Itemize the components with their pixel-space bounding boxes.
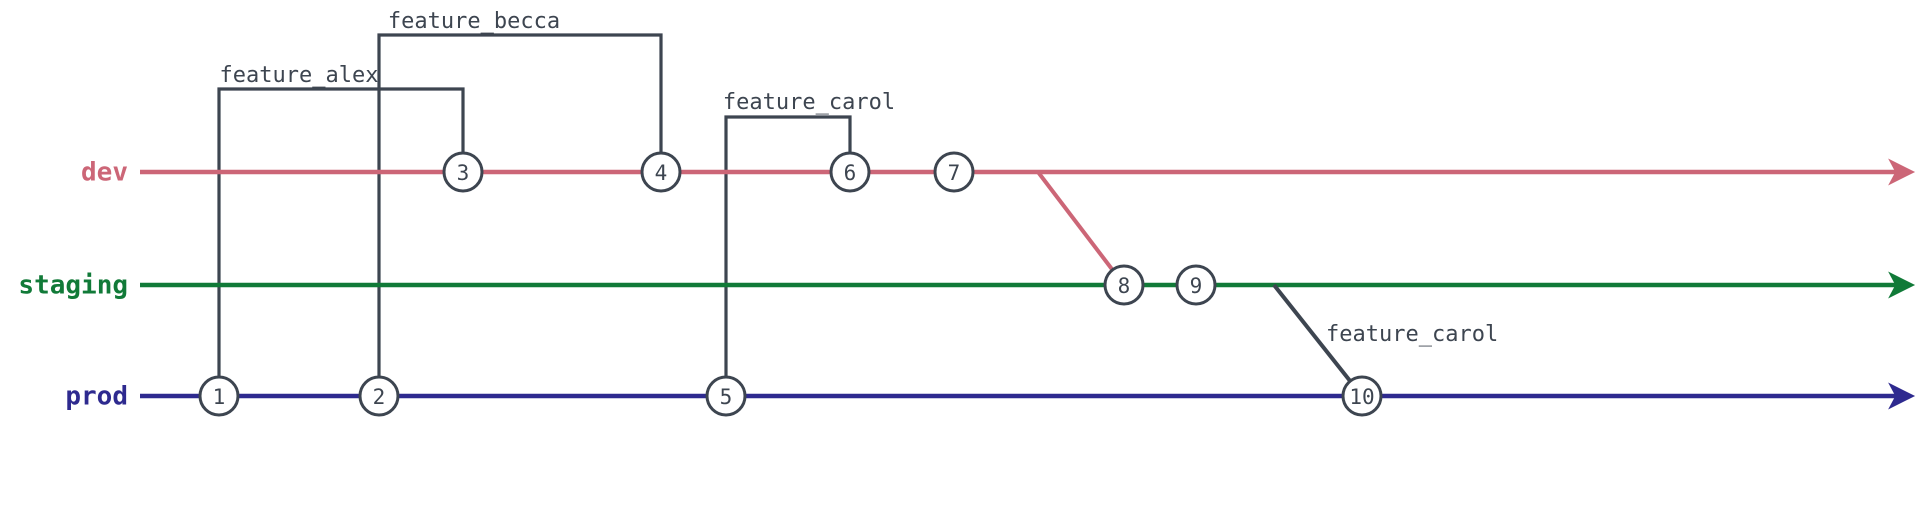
merge-line-staging-to-prod — [1272, 283, 1364, 398]
commit-node-circle[interactable] — [705, 375, 747, 417]
commit-node-circle[interactable] — [198, 375, 240, 417]
commit-node-circle[interactable] — [933, 151, 975, 193]
commit-node-circle[interactable] — [829, 151, 871, 193]
lane-label-dev: dev — [81, 158, 128, 188]
feature-branch-path-becca — [377, 33, 663, 396]
commit-node[interactable]: 9 — [1175, 264, 1217, 306]
lane-group — [140, 158, 1916, 410]
merge-label-feature-carol: feature_carol — [1326, 322, 1498, 347]
feature-branch-label-alex: feature_alex — [220, 63, 379, 88]
commit-node-label: 9 — [1190, 274, 1203, 298]
commit-node-circle[interactable] — [442, 151, 484, 193]
merge-line-dev-to-staging — [1036, 170, 1126, 287]
lane-label-prod: prod — [65, 382, 128, 412]
commit-node-label: 2 — [373, 385, 386, 409]
commit-node-label: 3 — [457, 161, 470, 185]
commit-node-label: 1 — [213, 385, 226, 409]
commit-node[interactable]: 4 — [640, 151, 682, 193]
commit-node-label: 7 — [948, 161, 961, 185]
commit-node[interactable]: 1 — [198, 375, 240, 417]
feature-branch-path-carol — [724, 115, 852, 396]
lane-label-staging: staging — [18, 271, 128, 301]
merge-group: feature_carol — [1036, 170, 1498, 398]
commit-node[interactable]: 7 — [933, 151, 975, 193]
feature-branch-group: feature_alex feature_becca feature_carol — [217, 9, 895, 396]
commit-node-label: 8 — [1118, 274, 1131, 298]
commit-node-label: 10 — [1349, 385, 1374, 409]
commit-node-circle[interactable] — [1341, 375, 1383, 417]
commit-node-label: 4 — [655, 161, 668, 185]
commit-node[interactable]: 6 — [829, 151, 871, 193]
commit-node-circle[interactable] — [640, 151, 682, 193]
commit-node-circle[interactable] — [1103, 264, 1145, 306]
commit-node[interactable]: 3 — [442, 151, 484, 193]
commit-node[interactable]: 10 — [1341, 375, 1383, 417]
commit-node-group: 1 2 3 4 5 6 7 8 9 10 — [198, 151, 1383, 417]
commit-node[interactable]: 2 — [358, 375, 400, 417]
commit-node[interactable]: 8 — [1103, 264, 1145, 306]
lane-label-group: dev staging prod — [18, 158, 128, 412]
feature-branch-label-carol: feature_carol — [723, 90, 895, 115]
commit-node-label: 5 — [720, 385, 733, 409]
commit-node-circle[interactable] — [1175, 264, 1217, 306]
commit-node-circle[interactable] — [358, 375, 400, 417]
feature-branch-label-becca: feature_becca — [388, 9, 560, 34]
commit-node-label: 6 — [844, 161, 857, 185]
commit-node[interactable]: 5 — [705, 375, 747, 417]
feature-branch-path-alex — [217, 87, 465, 396]
